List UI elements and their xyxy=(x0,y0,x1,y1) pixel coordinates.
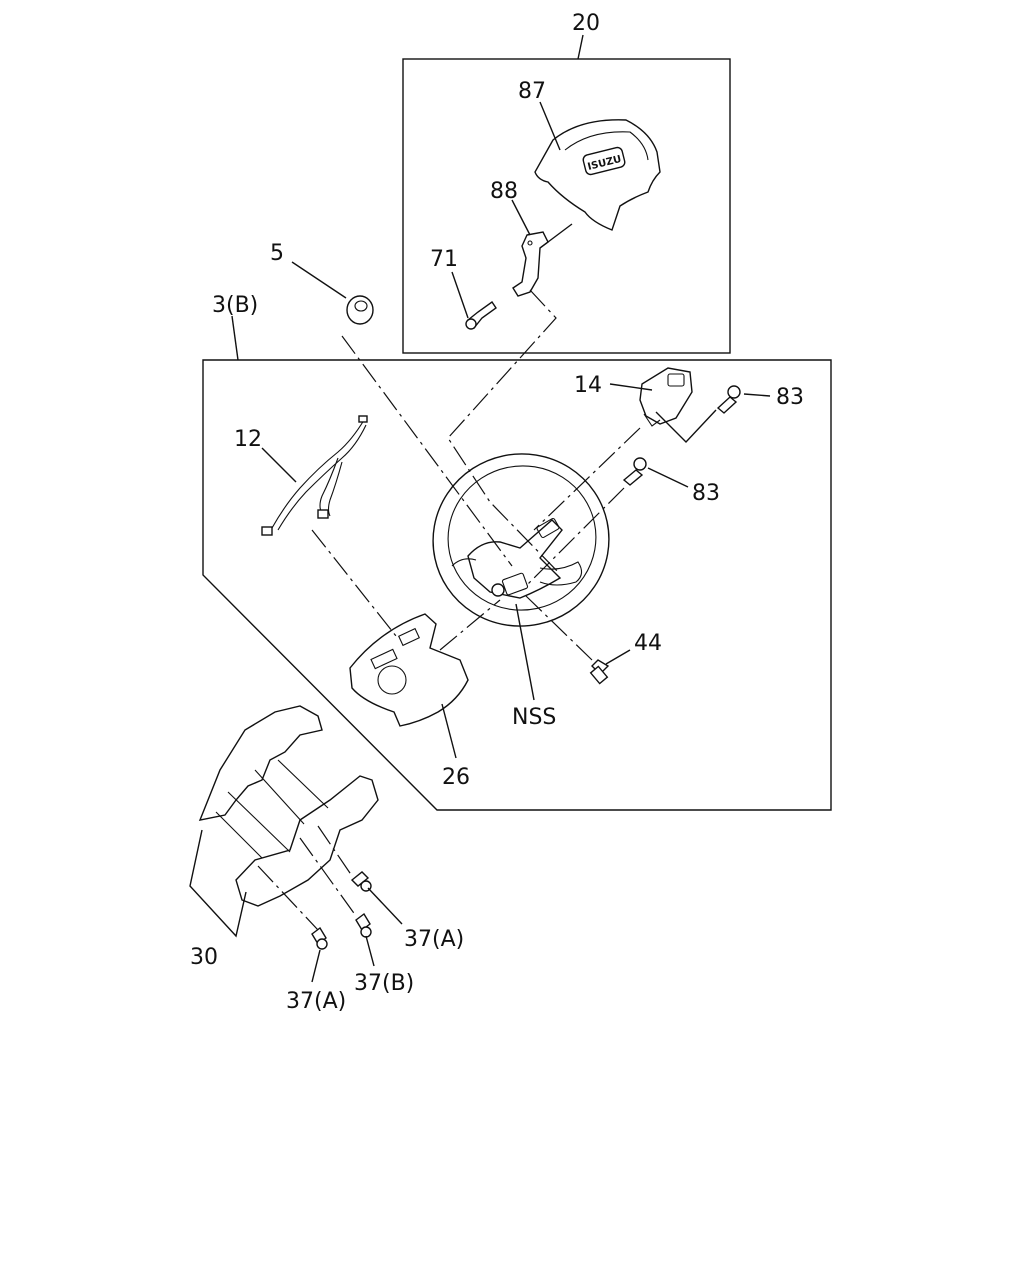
wheel-cover-center xyxy=(377,665,407,695)
leader-37a-left xyxy=(311,949,321,983)
assembly-line-harness xyxy=(311,529,397,637)
leader-88-pad xyxy=(539,223,573,249)
leader-88 xyxy=(511,199,531,236)
wheel-cover xyxy=(349,613,469,727)
assembly-line-bracket xyxy=(447,289,561,575)
leader-3b xyxy=(231,315,239,361)
label-5: 5 xyxy=(270,241,284,266)
assembly-line-cover xyxy=(439,599,501,651)
column-cover-lower xyxy=(235,775,379,907)
label-20: 20 xyxy=(572,11,600,36)
airbag-pad xyxy=(534,119,661,231)
column-cover-upper xyxy=(198,705,323,821)
leader-83-upper-to-switch xyxy=(655,409,717,444)
harness-branch xyxy=(319,457,343,517)
emblem-plate xyxy=(582,146,626,176)
label-14: 14 xyxy=(574,373,602,398)
label-3b: 3(B) xyxy=(212,293,258,318)
leader-83-lower xyxy=(647,467,689,488)
label-37a-left: 37(A) xyxy=(286,989,346,1014)
nut-bore xyxy=(354,300,368,312)
leader-14 xyxy=(609,383,653,391)
label-83-upper: 83 xyxy=(776,385,804,410)
switch-14-tab xyxy=(643,413,661,427)
column-cover-guide-4 xyxy=(277,759,329,809)
label-26: 26 xyxy=(442,765,470,790)
leader-nss xyxy=(515,603,535,701)
leader-71 xyxy=(451,271,469,319)
label-44: 44 xyxy=(634,631,662,656)
leader-44 xyxy=(605,649,631,665)
screw-83-lower-head xyxy=(633,457,647,471)
column-cover-guide-3 xyxy=(254,769,305,825)
assembly-line-column-1 xyxy=(257,865,319,931)
label-71: 71 xyxy=(430,247,458,272)
bolt-44-shank xyxy=(589,665,609,685)
label-30: 30 xyxy=(190,945,218,970)
wheel-switch-slot xyxy=(536,517,560,539)
nut xyxy=(346,295,374,325)
harness-connector-a xyxy=(261,526,273,536)
screw-83-upper xyxy=(716,396,738,414)
wheel-cover-tab xyxy=(370,648,398,670)
label-12: 12 xyxy=(234,427,262,452)
leader-87 xyxy=(539,101,561,151)
leader-37a-right xyxy=(367,887,403,925)
assembly-line-switch xyxy=(533,427,641,531)
label-37a-right: 37(A) xyxy=(404,927,464,952)
label-nss: NSS xyxy=(512,705,556,730)
screw-83-upper-head xyxy=(727,385,741,399)
wheel-hub-boss xyxy=(491,583,505,597)
assembly-line-nut xyxy=(341,335,513,567)
harness-connector-c xyxy=(358,415,368,423)
harness xyxy=(271,419,367,531)
leader-26 xyxy=(441,703,457,759)
leader-12 xyxy=(261,447,297,483)
wheel-spoke-left xyxy=(451,558,477,567)
leader-30 xyxy=(189,829,247,938)
wheel-rim-outer xyxy=(432,453,610,627)
switch-14 xyxy=(639,367,693,425)
wheel-rim-inner xyxy=(447,465,597,611)
wheel-cover-clip xyxy=(397,627,421,647)
box-20 xyxy=(402,58,731,354)
box-3b xyxy=(202,359,832,811)
label-83-lower: 83 xyxy=(692,481,720,506)
leader-5 xyxy=(291,261,347,299)
screw-37a-left xyxy=(311,926,328,950)
bolt-71-head xyxy=(465,318,477,330)
label-87: 87 xyxy=(518,79,546,104)
bracket-hole xyxy=(527,240,533,246)
assembly-line-column-2 xyxy=(299,837,357,917)
wheel-spoke-right xyxy=(539,561,583,586)
switch-14-button xyxy=(667,373,685,387)
column-cover-guide-2 xyxy=(227,791,291,853)
assembly-line-column-3 xyxy=(317,825,353,877)
airbag-pad-inner xyxy=(564,131,649,161)
bracket xyxy=(512,231,549,297)
wheel-center-block xyxy=(501,572,529,596)
leader-83-upper xyxy=(743,393,771,397)
label-88: 88 xyxy=(490,179,518,204)
column-cover-guide-1 xyxy=(215,811,263,859)
assembly-line-screw-83 xyxy=(525,487,625,587)
wheel-hub xyxy=(467,519,563,599)
label-37b: 37(B) xyxy=(354,971,414,996)
screw-37b xyxy=(355,912,372,938)
harness-connector-b xyxy=(317,509,329,519)
screw-83-lower xyxy=(622,469,644,486)
assembly-line-bolt-44 xyxy=(525,595,593,661)
leader-37b xyxy=(365,935,375,967)
leader-20 xyxy=(577,34,584,60)
